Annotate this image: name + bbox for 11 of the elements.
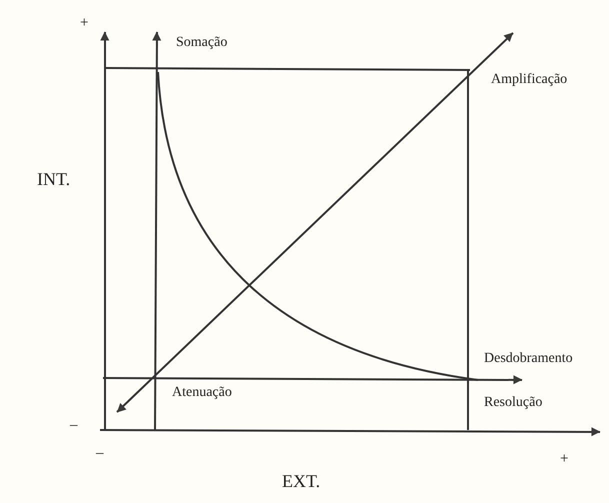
region-label: Resolução <box>484 396 542 410</box>
region-label: Desdobramento <box>484 352 573 366</box>
axis-sign: + <box>560 452 568 467</box>
region-label: Somação <box>176 36 228 50</box>
axis-title: INT. <box>37 170 70 188</box>
region-label: Amplificação <box>491 73 568 87</box>
axis-sign: – <box>96 446 104 461</box>
axis-title: EXT. <box>282 472 320 490</box>
axis-sign: + <box>80 16 88 31</box>
axis-sign: – <box>70 418 78 433</box>
region-label: Atenuação <box>172 386 232 400</box>
